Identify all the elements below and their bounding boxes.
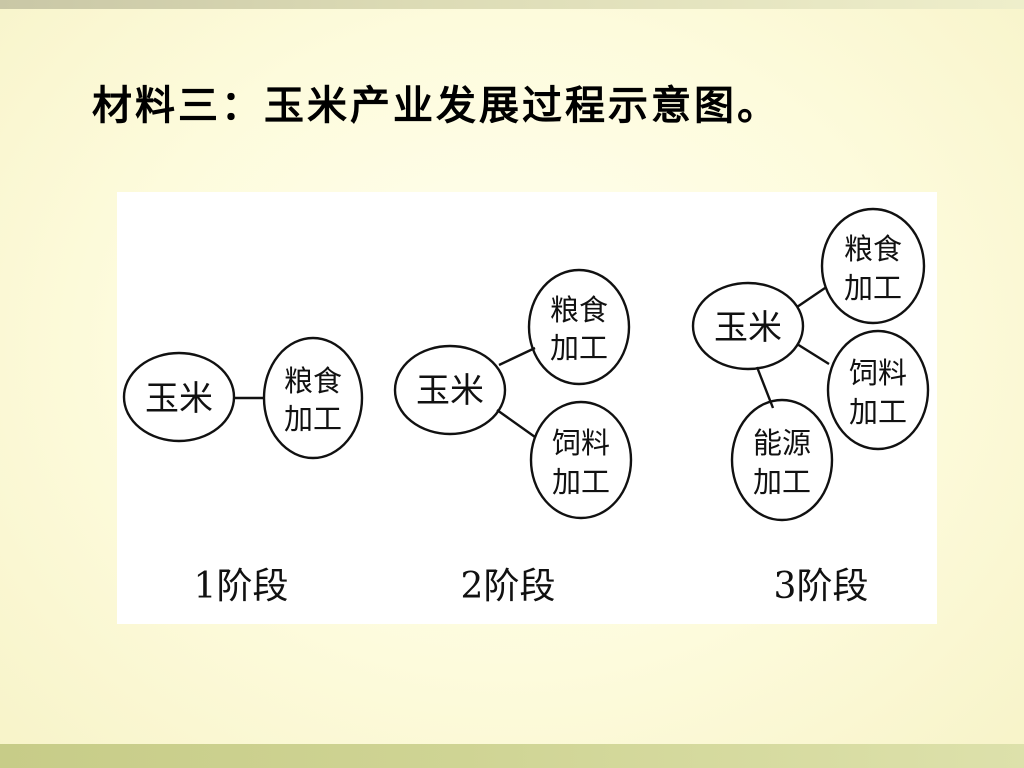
stage2-connector-feed bbox=[496, 409, 536, 438]
stage3-feed-label-line2: 加工 bbox=[849, 395, 907, 429]
stage3-corn-label: 玉米 bbox=[714, 308, 782, 348]
stage3-grain-label-line2: 加工 bbox=[844, 271, 902, 305]
diagram-canvas: 玉米 粮食 加工 玉米 粮食 加工 饲料 加工 玉米 粮食 加工 饲料 加工 能… bbox=[122, 207, 930, 607]
stage3-connector-grain bbox=[796, 287, 826, 308]
stage3-connector-feed bbox=[796, 342, 830, 366]
stage2-feed-node bbox=[529, 400, 633, 520]
stage3-caption: 3阶段 bbox=[774, 566, 869, 607]
stage3-grain-label-line1: 粮食 bbox=[844, 232, 902, 266]
stage3-feed-label-line1: 饲料 bbox=[849, 356, 907, 390]
stage3-energy-label-line2: 加工 bbox=[753, 465, 811, 499]
stage2-corn-label: 玉米 bbox=[416, 371, 484, 411]
stage3-energy-node bbox=[730, 398, 834, 522]
stage3-energy-label-line1: 能源 bbox=[753, 426, 811, 460]
stage3-grain-node bbox=[820, 207, 926, 325]
stage1-grain-node bbox=[262, 336, 364, 460]
stage1-corn-node bbox=[122, 351, 236, 443]
stage2-grain-label-line1: 粮食 bbox=[550, 293, 608, 327]
stage2-corn-node bbox=[393, 344, 507, 436]
stage2-connector-grain bbox=[498, 346, 536, 367]
stage1-grain-label-line1: 粮食 bbox=[284, 364, 342, 398]
stage2-feed-label-line1: 饲料 bbox=[552, 426, 610, 460]
stage1-caption: 1阶段 bbox=[194, 566, 289, 607]
stage3-corn-node bbox=[691, 281, 805, 371]
stage2-caption: 2阶段 bbox=[461, 566, 556, 607]
stage2-feed-label-line2: 加工 bbox=[552, 465, 610, 499]
stage2-grain-label-line2: 加工 bbox=[550, 331, 608, 365]
stage3-feed-node bbox=[826, 329, 930, 451]
stage1-corn-label: 玉米 bbox=[145, 379, 213, 419]
stage1-grain-label-line2: 加工 bbox=[284, 402, 342, 436]
corn-industry-diagram: 玉米 粮食 加工 玉米 粮食 加工 饲料 加工 玉米 粮食 加工 饲料 加工 能… bbox=[117, 192, 937, 624]
stage2-grain-node bbox=[527, 268, 631, 386]
top-decorative-band bbox=[0, 0, 1024, 9]
slide-title: 材料三：玉米产业发展过程示意图。 bbox=[92, 82, 780, 129]
bottom-decorative-band bbox=[0, 744, 1024, 768]
